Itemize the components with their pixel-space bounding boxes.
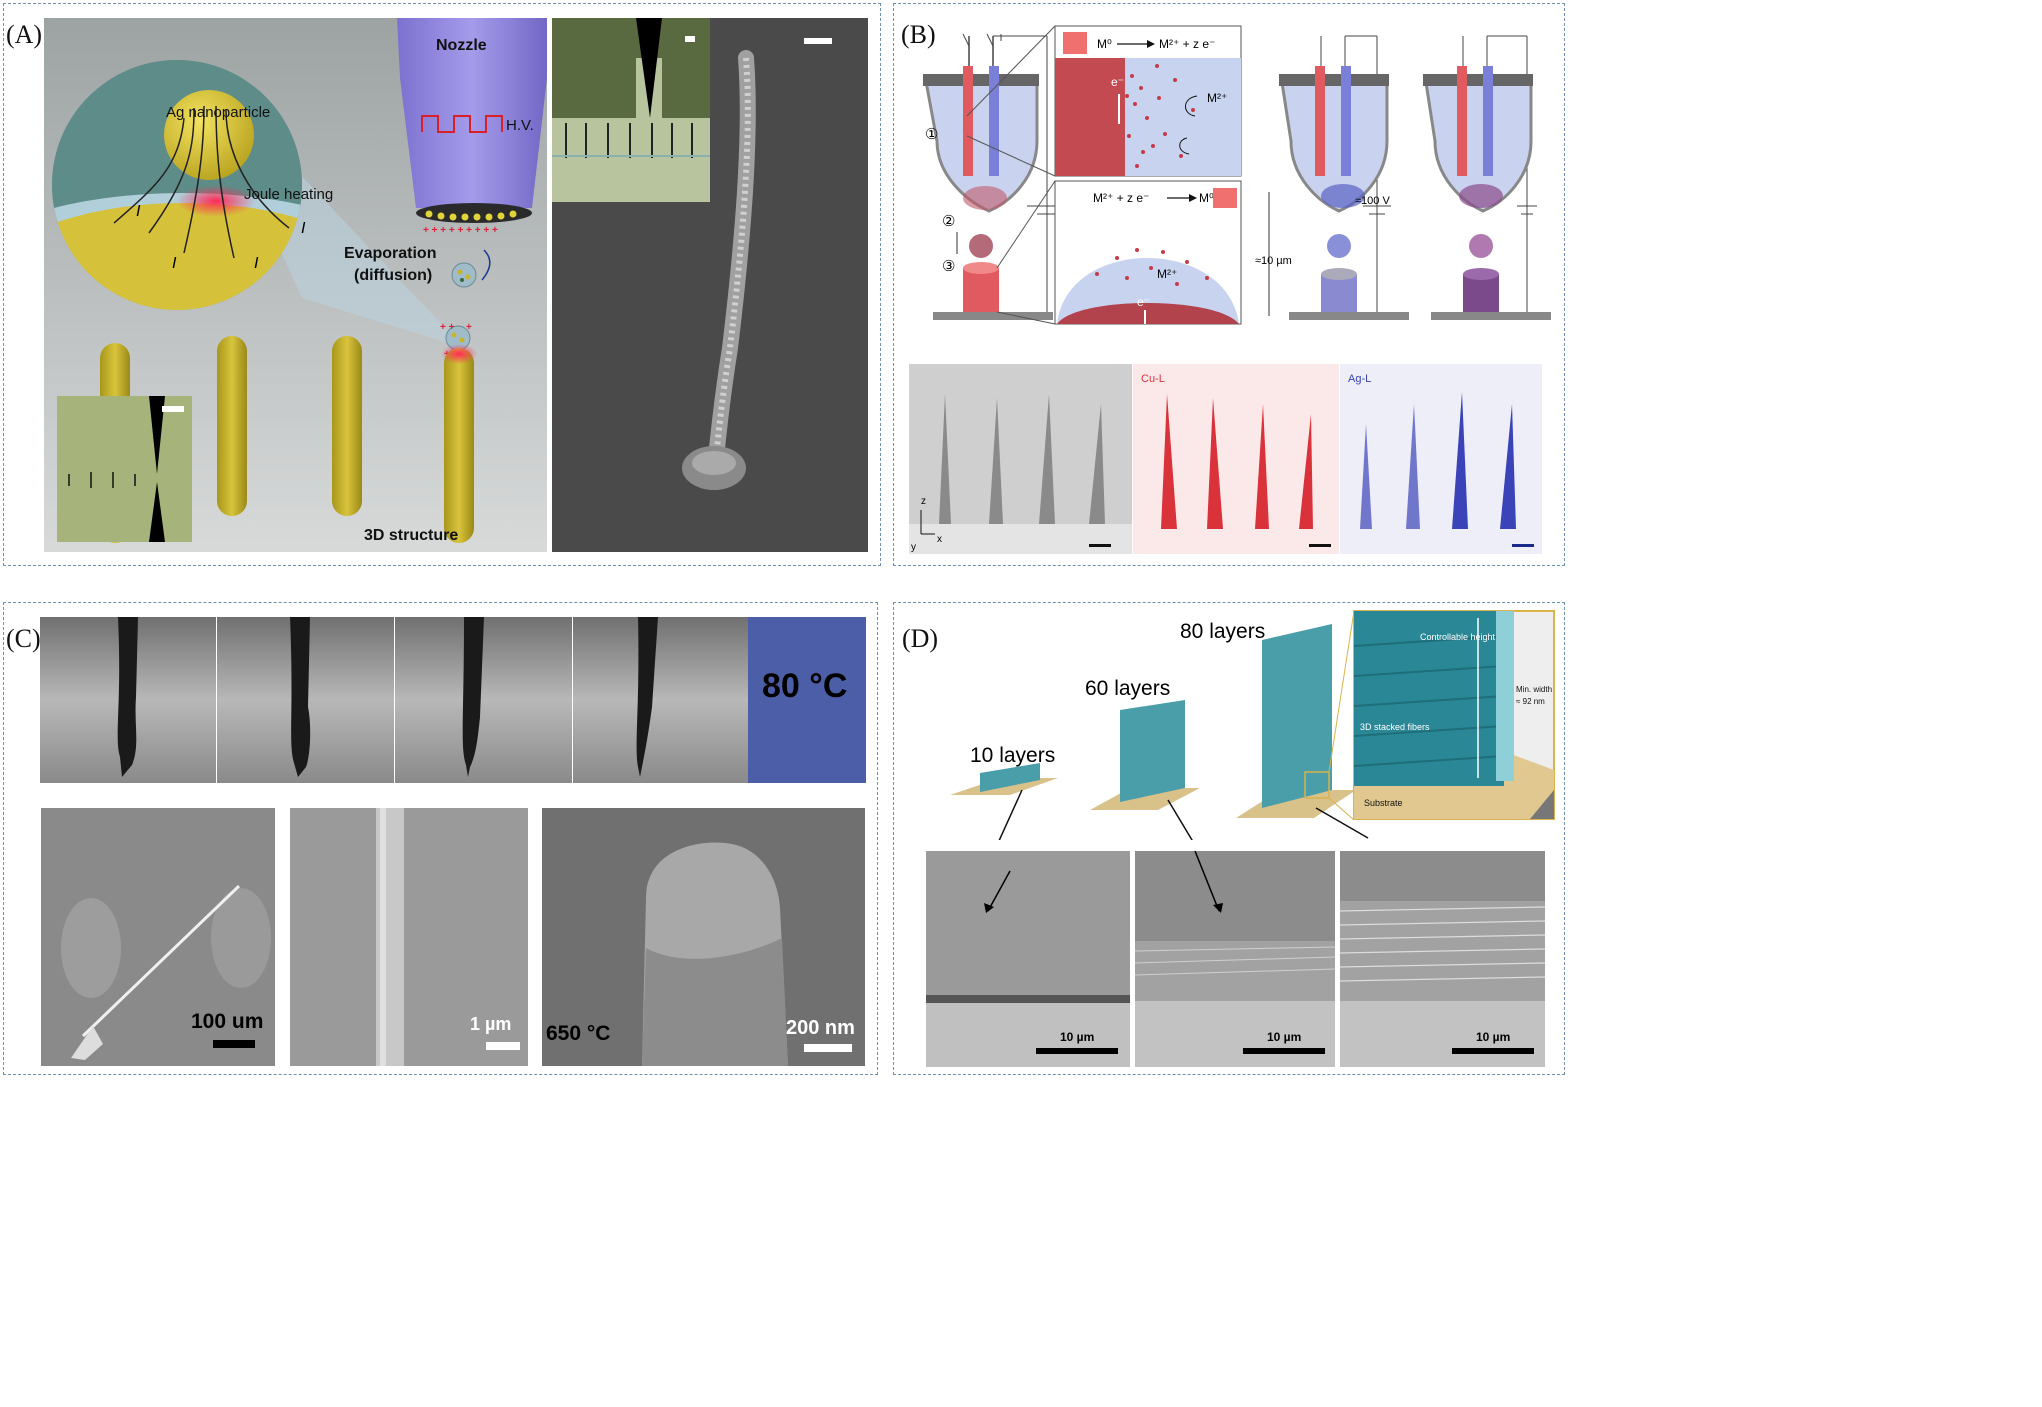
voltage-label: ≈100 V <box>1355 195 1390 207</box>
svg-text:+ + + + + + + + +: + + + + + + + + + <box>423 225 498 236</box>
scale-label: 200 nm <box>786 1017 855 1039</box>
step-two-marker: ② <box>942 213 955 230</box>
panel-a-inset-optical <box>57 396 192 542</box>
step-three-marker: ③ <box>942 258 955 275</box>
high-voltage-label: H.V. <box>506 117 534 134</box>
svg-text:+ +: + + <box>440 322 455 333</box>
dual-channel-nozzle: ① ② ③ <box>923 33 1067 320</box>
panel-d-frame <box>893 602 1565 1075</box>
oxidation-zoom-box: M⁰ M²⁺ + z e⁻ e⁻ M²⁺ <box>1054 25 1242 177</box>
joule-heating-label: Joule heating <box>244 186 333 203</box>
structure-3d-label: 3D structure <box>364 527 458 544</box>
ion-label: M²⁺ <box>1157 267 1177 281</box>
anneal-temperature-label: 650 °C <box>546 1022 610 1045</box>
nozzle-label: Nozzle <box>436 37 487 54</box>
layers-60-label: 60 layers <box>1085 677 1170 700</box>
gap-label: ≈10 µm <box>1255 255 1292 267</box>
oxidation-rhs: M²⁺ + z e⁻ <box>1159 37 1215 51</box>
current-label: I <box>301 220 306 237</box>
panel-c-sem-wire: 100 um <box>41 808 275 1066</box>
scale-label: 10 µm <box>1267 1030 1301 1044</box>
min-width-value: ≈ 92 nm <box>1516 697 1545 706</box>
current-label: I <box>172 255 177 272</box>
cu-map-label: Cu-L <box>1141 373 1165 385</box>
diffusion-label: (diffusion) <box>354 267 432 284</box>
layers-10-label: 10 layers <box>970 744 1055 767</box>
panel-d-label: (D) <box>902 624 939 653</box>
evaporation-label: Evaporation <box>344 245 436 262</box>
axis-x-label: x <box>937 534 942 545</box>
panel-d-schematic: 10 layers 60 layers 80 layers Controllab… <box>950 610 1555 840</box>
nozzle-mixed-state <box>1423 35 1551 320</box>
oxidation-lhs: M⁰ <box>1097 37 1112 51</box>
min-width-label: Min. width <box>1516 685 1552 694</box>
stacked-fibers-label: 3D stacked fibers <box>1360 722 1430 732</box>
scale-bar <box>162 406 184 412</box>
scale-bar <box>1309 544 1331 547</box>
scale-bar <box>486 1042 520 1050</box>
fiber-stack-zoom: Controllable height Min. width ≈ 92 nm 3… <box>1353 610 1555 820</box>
nozzle: + + + + + + + + + Nozzle H.V. <box>397 18 547 236</box>
electron-label: e⁻ <box>1111 75 1124 89</box>
scale-label: 1 µm <box>470 1014 511 1034</box>
electron-label: e⁻ <box>1137 295 1150 309</box>
scale-bar <box>1089 544 1111 547</box>
layers-80-label: 80 layers <box>1180 620 1265 643</box>
panel-b-schematic: ① ② ③ M⁰ M²⁺ + z e⁻ e⁻ M²⁺ M²⁺ + z e⁻ <box>923 25 1551 325</box>
scale-bar <box>804 38 832 44</box>
panel-c-frame <box>3 602 878 1075</box>
scale-label: 100 um <box>191 1010 263 1033</box>
scale-bar <box>1512 544 1534 547</box>
ag-map-label: Ag-L <box>1348 373 1371 385</box>
panel-d-sem-10: 10 µm <box>926 851 1130 1067</box>
panel-b-sem: z x y <box>909 364 1132 554</box>
current-label: I <box>136 203 141 220</box>
scale-label: 10 µm <box>1476 1030 1510 1044</box>
step-one-marker: ① <box>925 126 938 143</box>
scale-bar <box>1036 1048 1118 1054</box>
panel-d-sem-80: 10 µm <box>1340 851 1545 1067</box>
svg-text:+: + <box>466 322 472 333</box>
panel-b-ag-map: Ag-L <box>1340 364 1542 554</box>
panel-c-drawing-frames: 80 °C <box>40 617 866 783</box>
panel-c-label: (C) <box>6 624 41 653</box>
temperature-label: 80 °C <box>762 667 847 705</box>
panel-a-frame <box>3 3 881 566</box>
reduction-rhs: M⁰ <box>1199 191 1214 205</box>
panel-b-label: (B) <box>901 20 936 49</box>
current-label: I <box>254 255 259 272</box>
reduction-zoom-box: M²⁺ + z e⁻ M⁰ M²⁺ e⁻ <box>1054 180 1242 325</box>
axis-z-label: z <box>921 496 926 507</box>
panel-c-sem-fiber: 1 µm <box>290 808 528 1066</box>
panel-b-frame <box>893 3 1565 566</box>
scale-bar <box>804 1044 852 1052</box>
substrate-label: Substrate <box>1364 798 1403 808</box>
scale-bar <box>213 1040 255 1048</box>
scale-bar <box>1243 1048 1325 1054</box>
panel-a-label: (A) <box>6 20 43 49</box>
ag-nanoparticle-label: Ag nanoparticle <box>166 104 270 121</box>
axis-y-label: y <box>911 542 916 553</box>
scale-label: 10 µm <box>1060 1030 1094 1044</box>
panel-d-sem-60: 10 µm <box>1135 851 1335 1067</box>
panel-c-sem-tip: 200 nm 650 °C <box>542 808 865 1066</box>
scale-bar <box>1452 1048 1534 1054</box>
panel-b-cu-map: Cu-L <box>1133 364 1339 554</box>
ion-label: M²⁺ <box>1207 91 1227 105</box>
scale-bar <box>685 36 695 42</box>
reduction-lhs: M²⁺ + z e⁻ <box>1093 191 1149 205</box>
controllable-height-label: Controllable height <box>1420 632 1496 642</box>
pulse-waveform-icon <box>421 115 503 133</box>
nozzle-silver-state: ≈100 V ≈10 µm <box>1255 35 1409 320</box>
panel-a-inset-top <box>552 18 710 202</box>
